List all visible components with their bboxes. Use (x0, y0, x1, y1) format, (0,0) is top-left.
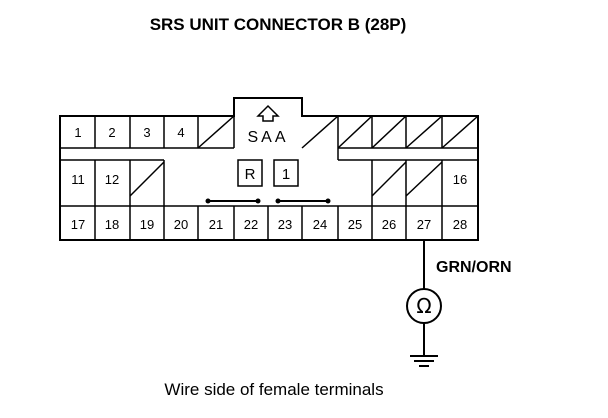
box-r (237, 159, 263, 187)
shorting-bar-21-22 (205, 198, 261, 204)
pin-17: 17 (71, 217, 85, 232)
wire-color-label: GRN/ORN (436, 259, 512, 276)
pin-11: 11 (71, 172, 85, 187)
pin-19: 19 (140, 217, 154, 232)
pin-4: 4 (177, 125, 184, 140)
pin-18: 18 (105, 217, 119, 232)
pin-labels-middle: 11 12 16 (71, 172, 467, 187)
box-1 (273, 159, 299, 187)
connector-outline (59, 97, 479, 241)
pin-26: 26 (382, 217, 396, 232)
bottom-row-cells (94, 206, 443, 240)
top-row-cells (94, 115, 479, 149)
pin-3: 3 (143, 125, 150, 140)
box-1-label: 1 (282, 166, 290, 183)
key-arrow-icon (256, 104, 280, 122)
diagram-caption: Wire side of female terminals (164, 380, 383, 399)
diagram-title: SRS UNIT CONNECTOR B (28P) (150, 15, 407, 34)
pin-21: 21 (209, 217, 223, 232)
pin-16: 16 (453, 172, 467, 187)
box-r-label: R (245, 166, 256, 183)
pin-27: 27 (417, 217, 431, 232)
pin-28: 28 (453, 217, 467, 232)
ground-icon (410, 323, 438, 367)
ohmmeter-symbol: Ω (416, 294, 431, 318)
pin-23: 23 (278, 217, 292, 232)
pin-20: 20 (174, 217, 188, 232)
pin-2: 2 (108, 125, 115, 140)
pin-22: 22 (244, 217, 258, 232)
pin-1: 1 (74, 125, 81, 140)
pin-25: 25 (348, 217, 362, 232)
pin-24: 24 (313, 217, 327, 232)
key-label: SAA (247, 129, 288, 146)
middle-row-cells (94, 160, 443, 206)
pin-labels-bottom: 17 18 19 20 21 22 23 24 25 26 27 28 (71, 217, 467, 232)
pin-12: 12 (105, 172, 119, 187)
shorting-bar-23-24 (275, 198, 331, 204)
pin-labels-top: 1 2 3 4 (74, 125, 184, 140)
